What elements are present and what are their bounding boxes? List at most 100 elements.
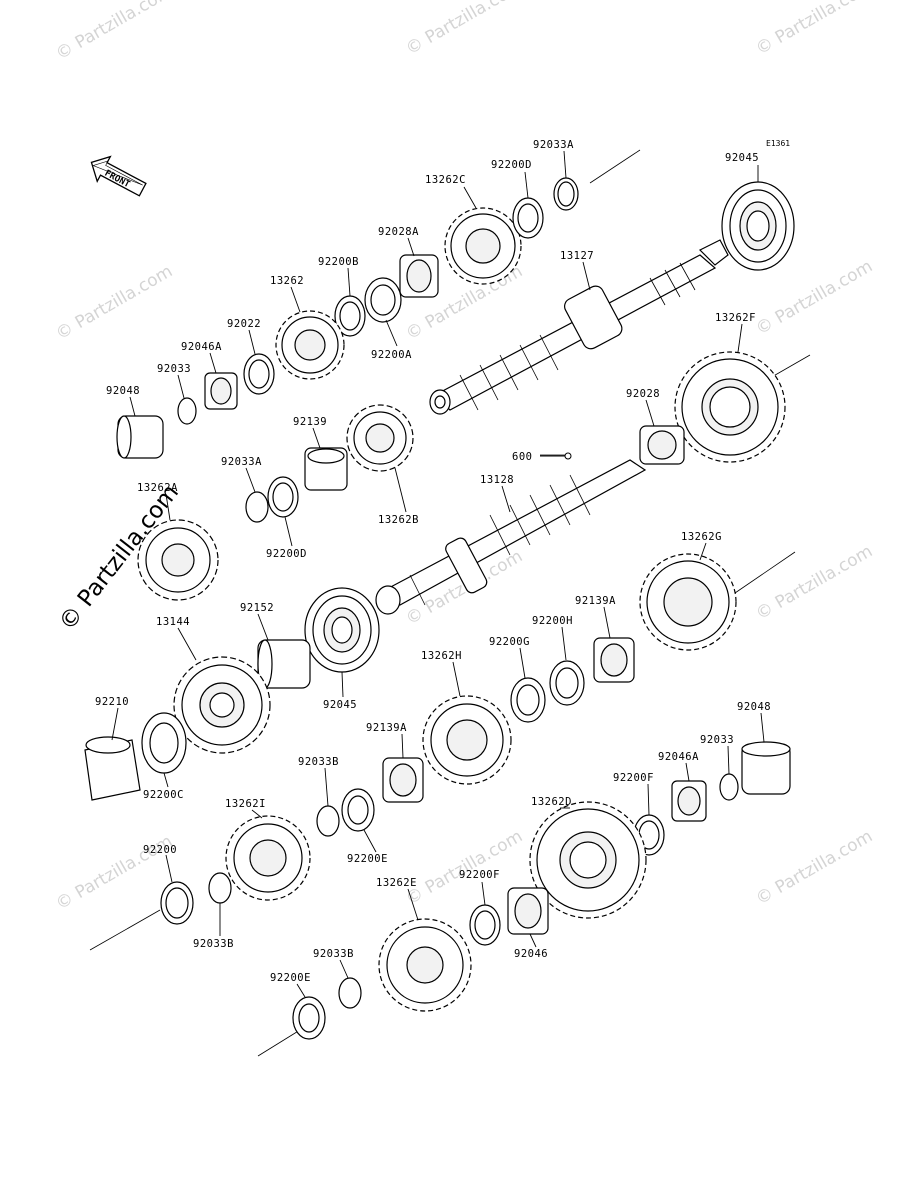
part-label: 13262D: [531, 796, 572, 808]
part-label: 92028A: [378, 226, 419, 238]
circlip-92033B-left[interactable]: [208, 872, 232, 904]
part-label: 92200E: [270, 972, 311, 984]
circlip-92033A-mid[interactable]: [245, 491, 269, 523]
part-label: 92033B: [298, 756, 339, 768]
part-label: 92033B: [193, 938, 234, 950]
bushing-92139[interactable]: [304, 447, 348, 491]
part-label: 92033A: [221, 456, 262, 468]
gear-13262F[interactable]: [674, 351, 786, 463]
watermark-text: © Partzilla.com: [753, 826, 877, 909]
collar-92048-left[interactable]: [116, 415, 164, 459]
counter-shaft-13128[interactable]: [375, 459, 647, 615]
gear-13262G[interactable]: [639, 553, 737, 651]
part-label: 92139: [293, 416, 327, 428]
circlip-92033B-mid[interactable]: [316, 805, 340, 837]
gear-13262E[interactable]: [378, 918, 472, 1012]
washer-92200D-mid[interactable]: [267, 476, 299, 518]
part-label: 92033B: [313, 948, 354, 960]
gear-13262I[interactable]: [225, 815, 311, 901]
leader-lines: [111, 150, 765, 998]
part-label: 92046A: [658, 751, 699, 763]
part-label: 92200H: [532, 615, 573, 627]
circlip-92033A-top[interactable]: [553, 177, 579, 211]
watermark-text: © Partzilla.com: [53, 261, 177, 344]
part-label: 92022: [227, 318, 261, 330]
part-label: 92210: [95, 696, 129, 708]
part-label: 92046A: [181, 341, 222, 353]
part-label: 92046: [514, 948, 548, 960]
part-label: 13144: [156, 616, 190, 628]
gear-13262B[interactable]: [346, 404, 414, 472]
part-label: 92152: [240, 602, 274, 614]
part-label: 92200F: [459, 869, 500, 881]
gear-13262C[interactable]: [444, 207, 522, 285]
part-label: 92200E: [347, 853, 388, 865]
needle-bearing-92046A-left[interactable]: [204, 372, 238, 410]
front-arrow-icon: FRONT: [90, 155, 147, 197]
washer-92200F-mid[interactable]: [469, 904, 501, 946]
gear-13144[interactable]: [173, 656, 271, 754]
part-labels: 92033A 92045 92200D 13262C 92028A 13127 …: [95, 139, 771, 984]
washer-92200E-mid[interactable]: [341, 788, 375, 832]
axis-lines: [89, 149, 811, 1057]
washer-92200C[interactable]: [141, 712, 187, 774]
gear-13262[interactable]: [275, 310, 345, 380]
part-label: 13262G: [681, 531, 722, 543]
part-label: 92033A: [533, 139, 574, 151]
circlip-92033-left[interactable]: [177, 397, 197, 425]
bearing-92045-mid[interactable]: [304, 587, 380, 673]
part-label: 92200F: [613, 772, 654, 784]
gear-13262A[interactable]: [137, 519, 219, 601]
gear-13262D[interactable]: [529, 801, 647, 919]
circlip-92033-right[interactable]: [719, 773, 739, 801]
part-label: 13262B: [378, 514, 419, 526]
washer-92200A[interactable]: [364, 277, 402, 323]
part-label: 92033: [157, 363, 191, 375]
main-shaft-13127[interactable]: [429, 239, 729, 415]
part-label: 92048: [106, 385, 140, 397]
watermark-text: © Partzilla.com: [53, 0, 177, 64]
part-label: 13128: [480, 474, 514, 486]
part-label: 13262F: [715, 312, 756, 324]
washer-92200B[interactable]: [334, 295, 366, 337]
part-label: 92028: [626, 388, 660, 400]
part-label: 92045: [323, 699, 357, 711]
ref-dot-600: [564, 452, 572, 460]
part-label: 92048: [737, 701, 771, 713]
collar-92048-right[interactable]: [741, 741, 791, 795]
part-label: 92200A: [371, 349, 412, 361]
sleeve-92210[interactable]: [84, 736, 141, 801]
washer-92200G[interactable]: [510, 677, 546, 723]
circlip-92033B-bottom[interactable]: [338, 977, 362, 1009]
bearing-92045-top[interactable]: [721, 181, 795, 271]
washer-92200[interactable]: [160, 881, 194, 925]
part-label: 92200B: [318, 256, 359, 268]
part-label: 13127: [560, 250, 594, 262]
needle-bearing-92028A[interactable]: [399, 254, 439, 298]
gear-13262H[interactable]: [422, 695, 512, 785]
part-label: 13262: [270, 275, 304, 287]
part-label: 92200D: [491, 159, 532, 171]
needle-bearing-92046[interactable]: [507, 887, 549, 935]
part-label: 92200: [143, 844, 177, 856]
collar-92152[interactable]: [257, 639, 311, 689]
needle-bearing-92046A-right[interactable]: [671, 780, 707, 822]
part-label: 92200G: [489, 636, 530, 648]
part-label: 92045: [725, 152, 759, 164]
washer-92200D-top[interactable]: [512, 197, 544, 239]
bushing-92139A-right[interactable]: [593, 637, 635, 683]
watermark-text: © Partzilla.com: [753, 541, 877, 624]
part-label: 13262E: [376, 877, 417, 889]
washer-92022[interactable]: [243, 353, 275, 395]
bushing-92139A-mid[interactable]: [382, 757, 424, 803]
part-label: 600: [512, 451, 532, 463]
washer-92200H[interactable]: [549, 660, 585, 706]
part-label: 92139A: [575, 595, 616, 607]
washer-92200E-bottom[interactable]: [292, 996, 326, 1040]
part-label: 92200D: [266, 548, 307, 560]
watermark-text: © Partzilla.com: [753, 256, 877, 339]
watermark-text: © Partzilla.com: [403, 0, 527, 59]
watermark-text: © Partzilla.com: [753, 0, 877, 59]
needle-bearing-92028[interactable]: [639, 425, 685, 465]
part-label: 13262I: [225, 798, 266, 810]
